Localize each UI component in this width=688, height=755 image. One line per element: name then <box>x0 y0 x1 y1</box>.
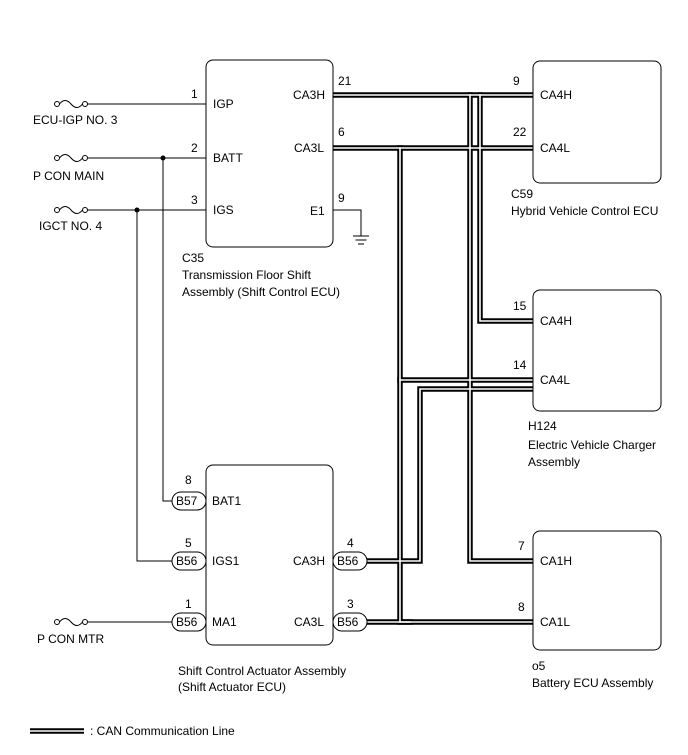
connector-code: B56 <box>337 554 359 568</box>
can-bus <box>330 92 536 625</box>
fuse-igct <box>54 206 88 214</box>
pin-number: 9 <box>338 191 345 205</box>
fuse-label: P CON MAIN <box>33 169 104 183</box>
fuse-label: P CON MTR <box>37 632 104 646</box>
legend-text: : CAN Communication Line <box>90 724 235 738</box>
ecu-name: Transmission Floor Shift <box>182 268 312 282</box>
ecu-name: Shift Control Actuator Assembly <box>178 664 346 678</box>
pin-number: 6 <box>338 125 345 139</box>
terminal-name: BATT <box>213 151 243 165</box>
terminal-name: CA4H <box>540 88 572 102</box>
pin-number: 9 <box>513 74 520 88</box>
fuse-ecu-igp <box>54 100 88 108</box>
connector-code: B57 <box>176 494 198 508</box>
ecu-code: H124 <box>528 419 557 433</box>
fuse-label: ECU-IGP NO. 3 <box>33 113 118 127</box>
hybrid-ecu-box <box>532 60 662 184</box>
connector-code: B56 <box>176 615 198 629</box>
charger-box <box>532 289 662 412</box>
fuse-labels: ECU-IGP NO. 3 P CON MAIN IGCT NO. 4 P CO… <box>33 113 118 646</box>
fuse-p-con-mtr <box>54 618 88 626</box>
pin-number: 3 <box>191 193 198 207</box>
shift-control-ecu-box <box>205 59 334 248</box>
terminal-name: CA3L <box>294 141 324 155</box>
battery-ecu-labels: 7 CA1H 8 CA1L o5 Battery ECU Assembly <box>518 539 653 690</box>
terminal-name: CA4L <box>540 141 570 155</box>
pin-number: 22 <box>513 125 527 139</box>
charger-labels: 15 CA4H 14 CA4L H124 Electric Vehicle Ch… <box>513 299 656 469</box>
pin-number: 1 <box>191 87 198 101</box>
pin-number: 21 <box>338 74 352 88</box>
fuse-p-con-main <box>54 154 88 162</box>
terminal-name: CA3L <box>294 615 324 629</box>
terminal-name: IGP <box>213 97 234 111</box>
pin-number: 8 <box>185 473 192 487</box>
pin-number: 8 <box>518 600 525 614</box>
fuse-symbols <box>54 100 88 626</box>
shift-ecu-labels: 1 IGP 2 BATT 3 IGS 21 CA3H 6 CA3L 9 E1 C… <box>182 74 352 299</box>
actuator-labels: 8 B57 BAT1 5 B56 IGS1 1 B56 MA1 4 B56 CA… <box>176 473 359 694</box>
ecu-name: Electric Vehicle Charger <box>528 438 656 452</box>
pin-number: 3 <box>347 597 354 611</box>
pin-number: 2 <box>191 141 198 155</box>
terminal-name: CA1H <box>540 554 572 568</box>
ecu-code: C35 <box>182 251 204 265</box>
legend: : CAN Communication Line <box>30 724 235 738</box>
ecu-code: C59 <box>511 187 533 201</box>
connectors <box>171 491 368 632</box>
terminal-name: E1 <box>310 204 325 218</box>
pin-number: 1 <box>185 597 192 611</box>
ecu-name: Assembly <box>528 455 580 469</box>
pin-number: 7 <box>518 539 525 553</box>
ecu-name: Hybrid Vehicle Control ECU <box>511 204 658 218</box>
terminal-name: CA1L <box>540 615 570 629</box>
ecu-name: Battery ECU Assembly <box>532 676 653 690</box>
ecu-code: o5 <box>532 659 546 673</box>
ground-symbol <box>333 209 369 245</box>
shift-actuator-ecu-box <box>205 464 334 646</box>
terminal-name: IGS <box>213 203 234 217</box>
pin-number: 4 <box>347 536 354 550</box>
fuse-label: IGCT NO. 4 <box>39 219 102 233</box>
pin-number: 5 <box>185 536 192 550</box>
terminal-name: MA1 <box>212 615 237 629</box>
terminal-name: CA3H <box>293 88 325 102</box>
power-wires <box>86 103 206 623</box>
terminal-name: IGS1 <box>212 554 240 568</box>
battery-ecu-box <box>532 530 662 651</box>
pin-number: 14 <box>513 358 527 372</box>
ecu-name: (Shift Actuator ECU) <box>178 680 286 694</box>
terminal-name: CA3H <box>293 554 325 568</box>
connector-code: B56 <box>176 554 198 568</box>
connector-code: B56 <box>337 615 359 629</box>
pin-number: 15 <box>513 299 527 313</box>
terminal-name: CA4H <box>540 314 572 328</box>
hybrid-ecu-labels: 9 CA4H 22 CA4L C59 Hybrid Vehicle Contro… <box>511 74 658 218</box>
terminal-name: BAT1 <box>212 494 241 508</box>
ecu-name: Assembly (Shift Control ECU) <box>182 285 340 299</box>
terminal-name: CA4L <box>540 373 570 387</box>
